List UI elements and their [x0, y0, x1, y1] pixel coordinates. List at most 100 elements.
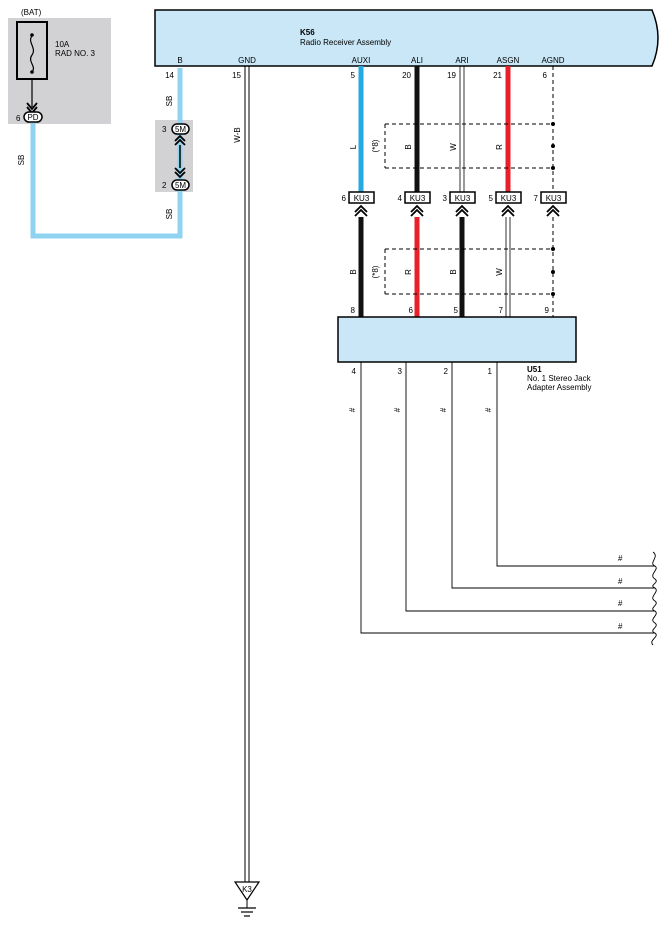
- end-mark-1: #: [618, 554, 623, 563]
- ku3-5-pin: 7: [534, 194, 539, 203]
- adapter-id: U51: [527, 365, 542, 374]
- terminal-gnd-pin: 15: [232, 71, 241, 80]
- shield-lower-node-1: [551, 247, 555, 251]
- shield-upper-node-3: [551, 166, 555, 170]
- shield-upper-node-2: [551, 144, 555, 148]
- upper-wire-color-3: W: [449, 143, 458, 151]
- ku3-2-pin: 4: [398, 194, 403, 203]
- terminal-b-label: B: [177, 56, 182, 65]
- shield-lower-node-2: [551, 270, 555, 274]
- output-wire-4: [360, 362, 655, 634]
- wire-mark-3: #: [393, 407, 402, 412]
- adapter-bottom-pin-4: 1: [488, 367, 493, 376]
- sb-wire-label-top: SB: [165, 96, 174, 107]
- wire-mark-1: #: [484, 407, 493, 412]
- pd-connector-label: PD: [27, 113, 38, 122]
- upper-wire-color-2: B: [404, 144, 413, 149]
- lower-wire-color-3: B: [449, 269, 458, 274]
- continuation-break: [651, 551, 657, 646]
- junction-pin-top: 3: [162, 125, 167, 134]
- radio-receiver-id: K56: [300, 28, 315, 37]
- ku3-4-pin: 5: [489, 194, 494, 203]
- junction-5m-bottom-label: 5M: [175, 181, 186, 190]
- ku3-5-chevron: [546, 204, 560, 217]
- ku3-connector-2: KU3 4: [398, 191, 431, 204]
- ku3-4-chevron: [501, 204, 515, 217]
- junction-pin-bottom: 2: [162, 181, 167, 190]
- shield-lower: [384, 248, 553, 295]
- terminal-auxi-pin: 5: [351, 71, 356, 80]
- radio-receiver-body: [154, 9, 659, 67]
- terminal-ari-pin: 19: [447, 71, 456, 80]
- junction-5m-top: [171, 123, 190, 135]
- junction-5m-bottom: [171, 179, 190, 191]
- terminal-ali-label: ALI: [411, 56, 423, 65]
- terminal-asgn-pin: 21: [493, 71, 502, 80]
- output-wire-2: [451, 362, 655, 589]
- ku3-3-label: KU3: [455, 194, 471, 203]
- junction-chevron-up: [174, 134, 186, 146]
- junction-chevron-down: [174, 167, 186, 179]
- terminal-b-pin: 14: [165, 71, 174, 80]
- radio-receiver-name: Radio Receiver Assembly: [300, 38, 391, 47]
- ground-k3-triangle: [233, 881, 261, 902]
- adapter-top-pin-4: 7: [499, 306, 504, 315]
- adapter-bottom-pin-1: 4: [352, 367, 357, 376]
- lower-wire-color-4: W: [495, 268, 504, 276]
- ku3-3-pin: 3: [443, 194, 448, 203]
- end-mark-4: #: [618, 622, 623, 631]
- terminal-gnd-label: GND: [238, 56, 256, 65]
- wire-mark-4: #: [348, 407, 357, 412]
- ku3-2-label: KU3: [410, 194, 426, 203]
- ku3-4-label: KU3: [501, 194, 517, 203]
- fuse-name: RAD NO. 3: [55, 49, 96, 58]
- pd-connector: [23, 111, 43, 123]
- end-mark-2: #: [618, 577, 623, 586]
- shield-lower-label: (*8): [371, 265, 380, 278]
- fuse-terminal-bottom: [30, 70, 34, 74]
- stereo-jack-adapter-body: [337, 316, 577, 363]
- ku3-5-box: [540, 191, 567, 204]
- ku3-2-chevron: [410, 204, 424, 217]
- ku3-connector-3: KU3 3: [443, 191, 476, 204]
- ku3-connector-5: KU3 7: [534, 191, 567, 204]
- adapter-top-pin-1: 8: [351, 306, 356, 315]
- terminal-agnd-pin: 6: [543, 71, 548, 80]
- fuse-terminal-top: [30, 33, 34, 37]
- ku3-1-label: KU3: [354, 194, 370, 203]
- shield-upper-node-1: [551, 122, 555, 126]
- adapter-name-line1: No. 1 Stereo Jack: [527, 374, 592, 383]
- shield-upper-label: (*8): [371, 139, 380, 152]
- ku3-3-chevron: [455, 204, 469, 217]
- adapter-name-line2: Adapter Assembly: [527, 383, 591, 392]
- upper-wire-color-4: R: [495, 144, 504, 150]
- ku3-connector-1: KU3 6: [342, 191, 375, 204]
- terminal-agnd-label: AGND: [541, 56, 564, 65]
- shield-upper: [384, 123, 553, 169]
- terminal-ali-pin: 20: [402, 71, 411, 80]
- ku3-1-box: [348, 191, 375, 204]
- end-mark-3: #: [618, 599, 623, 608]
- output-wire-1: [496, 362, 655, 567]
- upper-wire-color-1: L: [349, 144, 358, 149]
- gnd-wire-color: W-B: [233, 127, 242, 142]
- fuse-rating: 10A: [55, 40, 70, 49]
- junction-5m-top-label: 5M: [175, 125, 186, 134]
- ku3-2-box: [404, 191, 431, 204]
- fuse-element: [29, 35, 35, 73]
- ku3-connector-4: KU3 5: [489, 191, 522, 204]
- adapter-top-pin-5: 9: [545, 306, 550, 315]
- ku3-3-box: [449, 191, 476, 204]
- ku3-1-chevron: [354, 204, 368, 217]
- ku3-5-label: KU3: [546, 194, 562, 203]
- wire-mark-2: #: [439, 407, 448, 412]
- sb-wire-label-left: SB: [17, 155, 26, 166]
- fuse-source-label: (BAT): [21, 8, 42, 17]
- sb-wire-label-bottom: SB: [165, 209, 174, 220]
- adapter-top-pin-2: 6: [409, 306, 414, 315]
- output-wire-3: [405, 362, 655, 612]
- adapter-top-pin-3: 5: [454, 306, 459, 315]
- lower-wire-color-1: B: [349, 269, 358, 274]
- shield-lower-node-3: [551, 292, 555, 296]
